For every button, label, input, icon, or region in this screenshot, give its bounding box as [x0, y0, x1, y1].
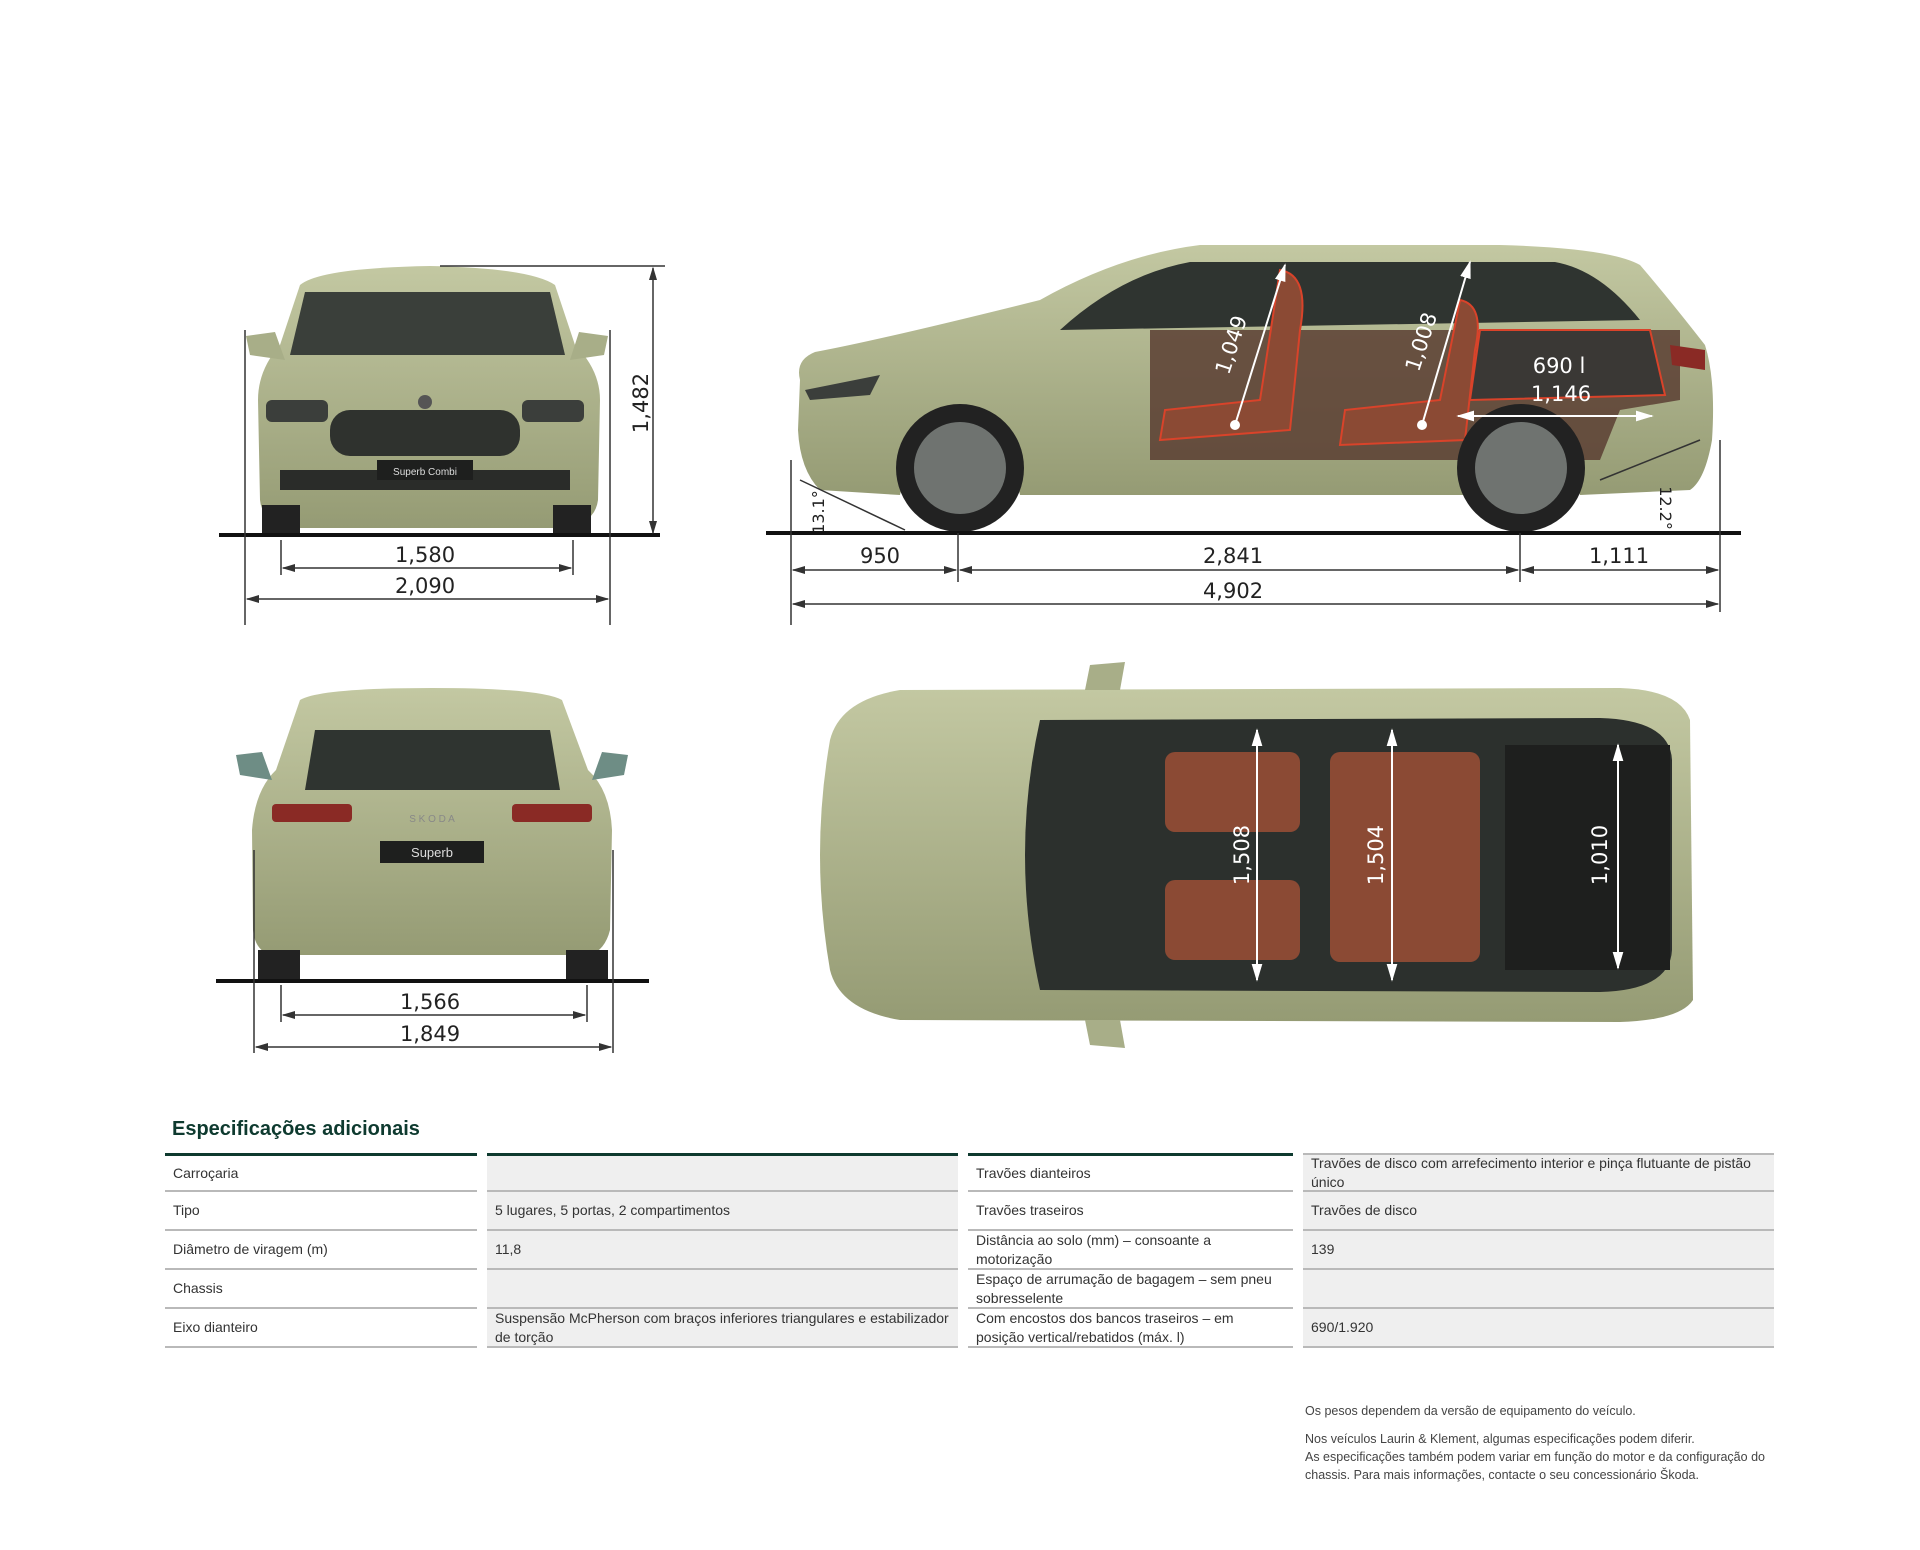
spec-value [1303, 1270, 1774, 1309]
rear-elbow-label: 1,504 [1364, 825, 1388, 885]
front-mirror-left [246, 332, 285, 360]
side-headlight [805, 375, 880, 400]
boot-length-label: 1,146 [1531, 382, 1591, 406]
rear-track-label: 1,566 [400, 990, 460, 1014]
rear-badge: S K O D A [409, 814, 455, 825]
rear-plate-text: Superb [411, 845, 453, 860]
side-taillight [1670, 345, 1705, 370]
spec-value: Travões de disco com arrefecimento inter… [1303, 1153, 1774, 1192]
rear-headroom-point [1417, 420, 1427, 430]
rear-window [305, 730, 560, 790]
side-windows [1060, 262, 1640, 330]
wheelbase-label: 2,841 [1203, 544, 1263, 568]
rear-tire-left [258, 950, 300, 980]
spec-label: Eixo dianteiro [165, 1309, 477, 1348]
departure-angle-line [1599, 439, 1701, 481]
taillight-left [272, 804, 352, 822]
spec-value: 11,8 [487, 1231, 958, 1270]
approach-angle-label: 13.1° [809, 490, 828, 534]
headlight-right [522, 400, 584, 422]
spec-label: Diâmetro de viragem (m) [165, 1231, 477, 1270]
footnote: As especificações também podem variar em… [1305, 1450, 1765, 1482]
rear-headroom-line [1421, 260, 1471, 426]
top-seats [1165, 752, 1480, 962]
footnotes: Os pesos dependem da versão de equipamen… [1305, 1402, 1785, 1484]
front-elbow-label: 1,508 [1230, 825, 1254, 885]
rear-seat [1338, 298, 1479, 447]
side-view: 1,049 1,008 690 l 1,146 13.1° 12.2° 950 … [766, 245, 1741, 625]
boot-volume-label: 690 l [1533, 354, 1586, 378]
boot-width-label: 1,010 [1588, 825, 1612, 885]
spec-label: Tipo [165, 1192, 477, 1231]
top-mirror-left [1085, 662, 1125, 690]
front-tire-right [553, 505, 591, 533]
taillight-right [512, 804, 592, 822]
spec-value: Suspensão McPherson com braços inferiore… [487, 1309, 958, 1348]
front-grille [330, 410, 520, 456]
top-mirror-right [1085, 1020, 1125, 1048]
rear-tire-right [566, 950, 608, 980]
footnote: Nos veículos Laurin & Klement, algumas e… [1305, 1432, 1695, 1446]
front-headroom-line [1234, 263, 1286, 426]
front-width-label: 2,090 [395, 574, 455, 598]
front-tire-left [262, 505, 300, 533]
spec-label: Carroçaria [165, 1153, 477, 1192]
rear-width-label: 1,849 [400, 1022, 460, 1046]
spec-label: Chassis [165, 1270, 477, 1309]
top-boot-floor [1505, 745, 1670, 970]
front-seat [1158, 268, 1304, 442]
rear-rim [1475, 422, 1567, 514]
front-track-label: 1,580 [395, 543, 455, 567]
headlight-left [266, 400, 328, 422]
rear-mirror-right [592, 752, 628, 780]
height-label: 1,482 [629, 373, 653, 433]
front-plate-text: Superb Combi [393, 467, 457, 478]
spec-label: Com encostos dos bancos traseiros – em p… [968, 1309, 1293, 1348]
front-mirror-right [570, 332, 608, 360]
skoda-logo [418, 395, 432, 409]
specs-table: Carroçaria Travões dianteiros Travões de… [165, 1153, 1775, 1348]
additional-specs: Especificações adicionais Carroçaria Tra… [165, 1118, 1775, 1348]
length-label: 4,902 [1203, 579, 1263, 603]
boot-area [1468, 329, 1667, 402]
spec-label: Travões dianteiros [968, 1153, 1293, 1192]
front-view: Superb Combi 1,580 2,090 1,482 [219, 265, 665, 625]
rear-view: S K O D A Superb 1,566 1,849 [216, 688, 649, 1053]
footnote: Os pesos dependem da versão de equipamen… [1305, 1404, 1636, 1418]
rear-plate [380, 841, 484, 863]
front-overhang-label: 950 [860, 544, 900, 568]
rear-mirror-left [236, 752, 272, 780]
front-rim [914, 422, 1006, 514]
specs-title: Especificações adicionais [172, 1118, 420, 1140]
front-windshield [290, 292, 565, 355]
front-headroom-point [1230, 420, 1240, 430]
spec-value: 5 lugares, 5 portas, 2 compartimentos [487, 1192, 958, 1231]
spec-value: 139 [1303, 1231, 1774, 1270]
spec-value: Travões de disco [1303, 1192, 1774, 1231]
spec-label: Travões traseiros [968, 1192, 1293, 1231]
departure-angle-label: 12.2° [1656, 486, 1675, 530]
spec-value: 690/1.920 [1303, 1309, 1774, 1348]
spec-value [487, 1270, 958, 1309]
spec-label: Espaço de arrumação de bagagem – sem pne… [968, 1270, 1293, 1309]
rear-overhang-label: 1,111 [1589, 544, 1649, 568]
top-view: 1,508 1,504 1,010 [820, 662, 1693, 1048]
spec-value [487, 1153, 958, 1192]
approach-angle-line [799, 479, 906, 531]
front-plate [377, 460, 473, 480]
spec-label: Distância ao solo (mm) – consoante a mot… [968, 1231, 1293, 1270]
